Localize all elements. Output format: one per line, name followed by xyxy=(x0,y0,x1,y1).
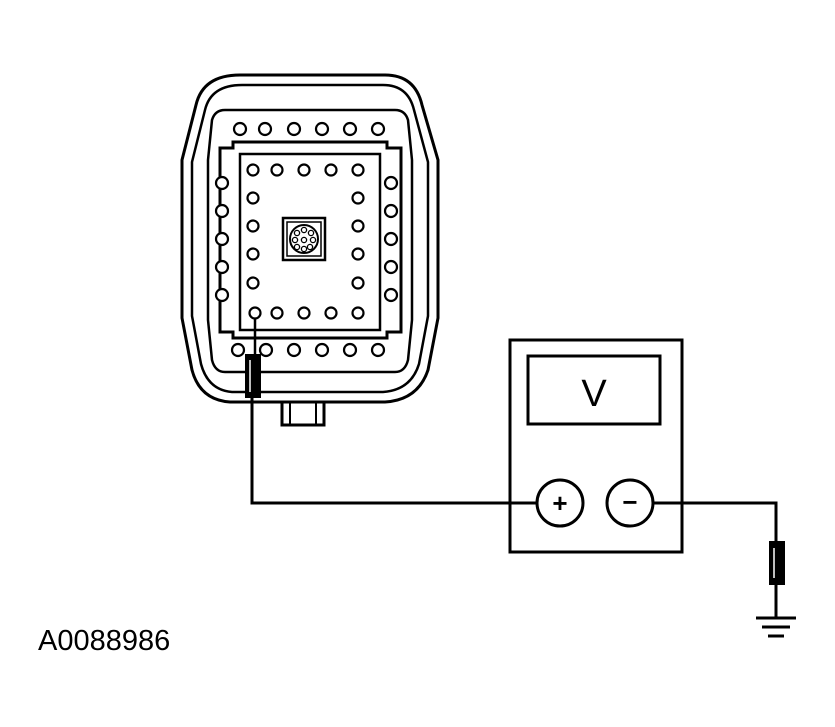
connector-locking-tab xyxy=(280,402,326,427)
terminal-hole xyxy=(286,342,302,358)
terminal-hole xyxy=(342,342,358,358)
terminal-hole xyxy=(246,191,260,205)
negative-terminal-symbol: − xyxy=(622,487,637,517)
terminal-hole xyxy=(270,163,284,177)
positive-terminal-symbol: + xyxy=(552,488,567,518)
terminal-hole xyxy=(214,175,230,191)
terminal-hole xyxy=(383,203,399,219)
terminal-hole xyxy=(351,276,365,290)
voltmeter-display-symbol: V xyxy=(581,373,607,415)
center-socket-pins xyxy=(291,226,317,253)
positive-test-lead xyxy=(250,397,537,505)
terminal-hole xyxy=(214,231,230,247)
terminal-hole xyxy=(246,247,260,261)
terminal-hole xyxy=(314,342,330,358)
terminal-hole xyxy=(383,259,399,275)
terminal-hole xyxy=(342,121,358,137)
negative-test-lead xyxy=(653,501,778,542)
center-socket xyxy=(281,216,327,262)
terminal-hole xyxy=(232,121,248,137)
terminal-hole xyxy=(297,306,311,320)
terminal-hole xyxy=(257,121,273,137)
voltmeter-display xyxy=(526,354,662,426)
center-socket-frame xyxy=(281,216,327,262)
ground-clip xyxy=(769,541,785,585)
terminal-hole xyxy=(286,121,302,137)
terminal-holes xyxy=(214,121,399,358)
ground-clip-body xyxy=(769,541,785,585)
terminal-hole xyxy=(351,191,365,205)
positive-terminal xyxy=(535,478,585,528)
terminal-hole xyxy=(370,342,386,358)
terminal-hole xyxy=(214,203,230,219)
terminal-hole xyxy=(324,306,338,320)
figure-id: A0088986 xyxy=(38,625,170,657)
terminal-hole xyxy=(351,219,365,233)
test-probe xyxy=(245,318,261,398)
terminal-hole xyxy=(383,287,399,303)
terminal-hole xyxy=(214,259,230,275)
terminal-hole xyxy=(230,342,246,358)
terminal-hole xyxy=(246,219,260,233)
terminal-hole xyxy=(248,306,262,320)
terminal-hole xyxy=(246,163,260,177)
voltmeter xyxy=(508,338,684,554)
terminal-hole xyxy=(246,276,260,290)
terminal-hole xyxy=(370,121,386,137)
terminal-hole xyxy=(383,175,399,191)
center-socket-ring xyxy=(289,224,319,254)
center-socket-inner-frame xyxy=(286,221,322,257)
terminal-hole xyxy=(258,342,274,358)
center-terminal-block xyxy=(218,140,403,340)
terminal-hole xyxy=(324,163,338,177)
voltmeter-body xyxy=(508,338,684,554)
terminal-hole xyxy=(351,163,365,177)
terminal-hole xyxy=(297,163,311,177)
housing-outer-outline xyxy=(180,73,440,404)
probe-body xyxy=(245,354,261,398)
terminal-field-border xyxy=(206,108,414,374)
housing-inner-outline xyxy=(190,83,430,394)
terminal-hole xyxy=(383,231,399,247)
inner-terminal-field xyxy=(238,152,382,332)
terminal-hole xyxy=(214,287,230,303)
terminal-hole xyxy=(314,121,330,137)
ground-icon xyxy=(756,616,796,638)
terminal-hole xyxy=(351,306,365,320)
terminal-hole xyxy=(270,306,284,320)
connector-housing xyxy=(180,73,440,404)
terminal-hole xyxy=(351,247,365,261)
